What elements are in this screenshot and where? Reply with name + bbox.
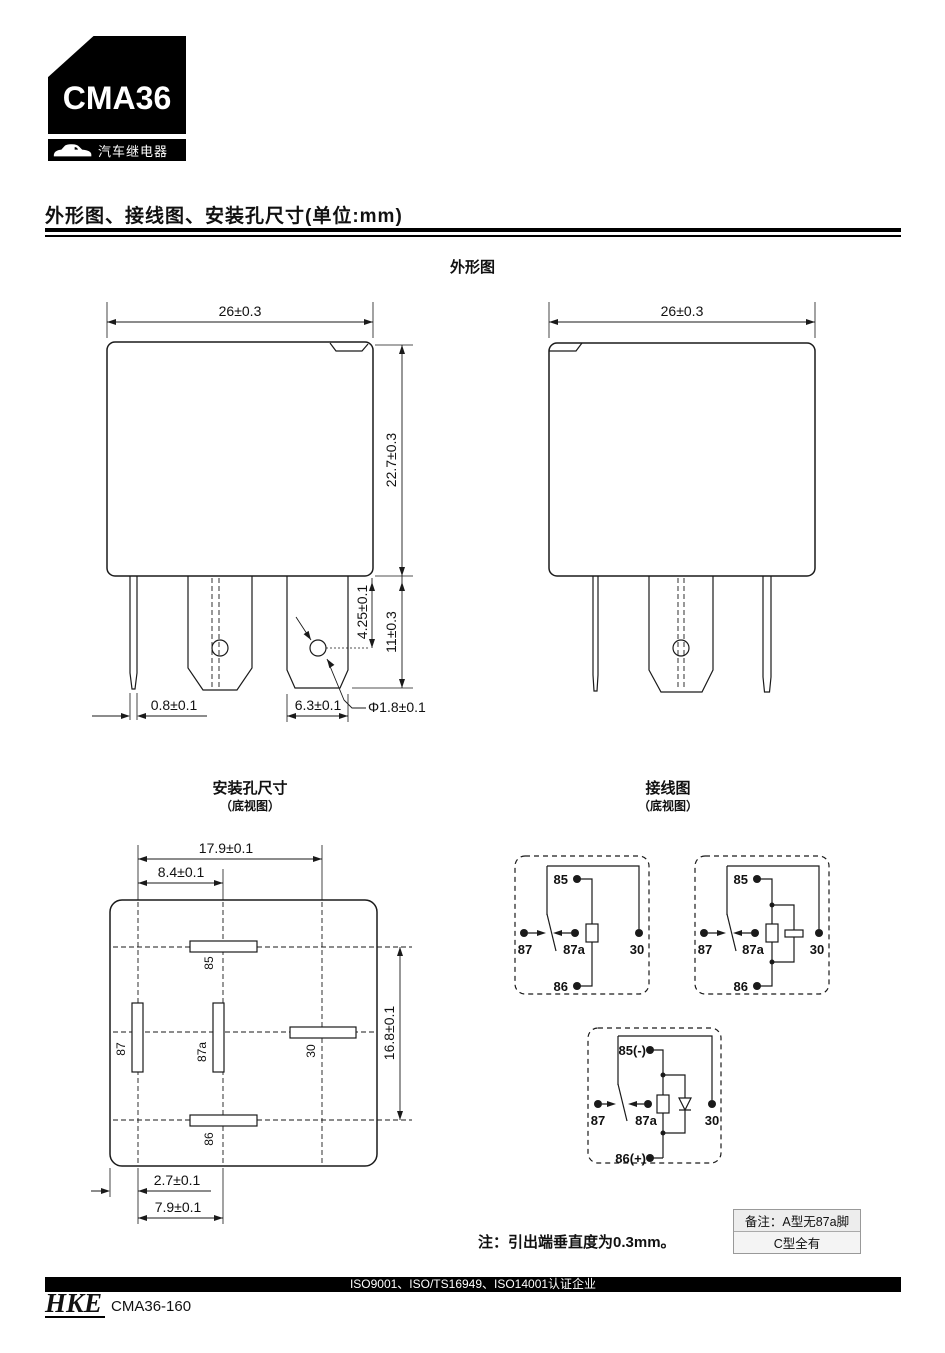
title-rule-thin <box>45 235 901 237</box>
wiring-diagram-title: 接线图 <box>645 780 691 797</box>
dim-width-front: 26±0.3 <box>219 303 262 319</box>
slot-label-30: 30 <box>304 1044 318 1058</box>
slot-label-85: 85 <box>202 956 216 970</box>
slot-label-86: 86 <box>202 1132 216 1146</box>
remark-line-2: C型全有 <box>734 1232 860 1253</box>
terminal-85-b: 85 <box>734 872 748 887</box>
switch-blade-b <box>726 913 737 952</box>
dim-pitch: 7.9±0.1 <box>155 1199 202 1215</box>
dim-hole-offset: 4.25±0.1 <box>354 585 370 640</box>
terminal-30-b: 30 <box>810 942 824 957</box>
product-category-bar: 汽车继电器 <box>48 139 186 161</box>
terminal-86-c: 86(+) <box>615 1151 646 1166</box>
relay-body-front <box>106 341 374 577</box>
terminal-87-a: 87 <box>518 942 532 957</box>
pin-thin-front <box>129 576 138 690</box>
dim-span-x: 17.9±0.1 <box>199 840 254 856</box>
dim-inner-x: 8.4±0.1 <box>158 864 205 880</box>
title-rule-thick <box>45 228 901 232</box>
doc-code: CMA36-160 <box>111 1298 192 1315</box>
dim-width-side: 26±0.3 <box>661 303 704 319</box>
relay-body-side <box>548 342 816 577</box>
dim-edge: 2.7±0.1 <box>154 1172 201 1188</box>
dim-span-y: 16.8±0.1 <box>381 1006 397 1061</box>
certification-bar: ISO9001、ISO/TS16949、ISO14001认证企业 <box>45 1277 901 1292</box>
dim-pin-length: 11±0.3 <box>383 611 399 653</box>
slot-label-87a: 87a <box>195 1042 209 1062</box>
slot-87 <box>131 1002 144 1073</box>
terminal-30-c: 30 <box>705 1113 719 1128</box>
pin-hole-side <box>672 639 690 657</box>
coil-symbol-c <box>656 1094 670 1114</box>
footer-brand: HKE CMA36-160 <box>45 1290 191 1318</box>
resistor-symbol-b <box>784 929 804 938</box>
terminal-87a-a: 87a <box>563 942 585 957</box>
terminal-87-c: 87 <box>591 1113 605 1128</box>
wiring-diagram-c: 85(-) 87 87a 30 86(+) <box>587 1027 722 1166</box>
hke-logo: HKE <box>45 1290 106 1318</box>
outline-side-view-drawing: 26±0.3 <box>548 302 816 693</box>
remark-box: 备注：A型无87a脚 C型全有 <box>733 1209 861 1254</box>
terminal-86-b: 86 <box>734 979 748 994</box>
terminal-87a-c: 87a <box>635 1113 657 1128</box>
outline-drawing-title: 外形图 <box>449 259 495 276</box>
terminal-30-a: 30 <box>630 942 644 957</box>
terminal-85-a: 85 <box>554 872 568 887</box>
wiring-diagram-a: 85 87 87a 30 86 <box>514 855 650 995</box>
product-category-label: 汽车继电器 <box>98 143 169 159</box>
terminal-87a-b: 87a <box>742 942 764 957</box>
pin-hole-middle <box>211 639 229 657</box>
pin-left-side <box>592 576 599 692</box>
pin-wide-front <box>286 576 349 689</box>
switch-blade-a <box>546 913 557 952</box>
pin-right-side <box>762 576 772 693</box>
dim-thin-pin: 0.8±0.1 <box>151 697 198 713</box>
wiring-diagram-b: 85 87 87a 30 86 <box>694 855 830 995</box>
outline-front-view-drawing: 26±0.3 0.8±0.1 6.3±0.1 22.7±0.3 11±0.3 4 <box>92 302 426 722</box>
brand-badge: CMA36 <box>48 36 186 134</box>
coil-symbol-a <box>585 923 599 943</box>
coil-symbol-b <box>765 923 779 943</box>
wiring-diagram-subtitle: （底视图） <box>637 799 698 813</box>
terminal-85-c: 85(-) <box>619 1043 646 1058</box>
remark-line-1: 备注：A型无87a脚 <box>734 1210 860 1232</box>
page-title: 外形图、接线图、安装孔尺寸(单位:mm) <box>45 206 403 227</box>
dim-height: 22.7±0.3 <box>383 433 399 488</box>
body-notch-side <box>549 342 583 352</box>
mounting-hole-subtitle: （底视图） <box>219 799 280 813</box>
model-name: CMA36 <box>62 80 172 116</box>
dim-hole-dia: Φ1.8±0.1 <box>368 699 426 715</box>
pin-middle-side <box>648 576 714 693</box>
slot-86 <box>189 1114 258 1127</box>
pin-middle-front <box>187 576 253 691</box>
slot-85 <box>189 940 258 953</box>
dim-wide-pin: 6.3±0.1 <box>295 697 342 713</box>
wiring-diagrams: 85 87 87a 30 86 85 87 87a 30 86 <box>514 855 830 1166</box>
slot-30 <box>289 1026 357 1039</box>
terminal-86-a: 86 <box>554 979 568 994</box>
slot-label-87: 87 <box>114 1042 128 1056</box>
diode-symbol-c <box>678 1097 692 1112</box>
slot-87a <box>212 1002 225 1073</box>
relay-base-outline <box>109 899 378 1167</box>
car-icon <box>53 143 92 156</box>
mounting-hole-title: 安装孔尺寸 <box>212 780 288 797</box>
mounting-hole-drawing: 17.9±0.1 8.4±0.1 85 87 87a 30 86 16.8±0.… <box>91 840 412 1224</box>
note-text: 注：引出端垂直度为0.3mm。 <box>478 1234 676 1251</box>
body-notch-front <box>329 342 369 352</box>
pin-hole-wide <box>309 639 327 657</box>
terminal-87-b: 87 <box>698 942 712 957</box>
switch-blade-c <box>617 1083 628 1122</box>
